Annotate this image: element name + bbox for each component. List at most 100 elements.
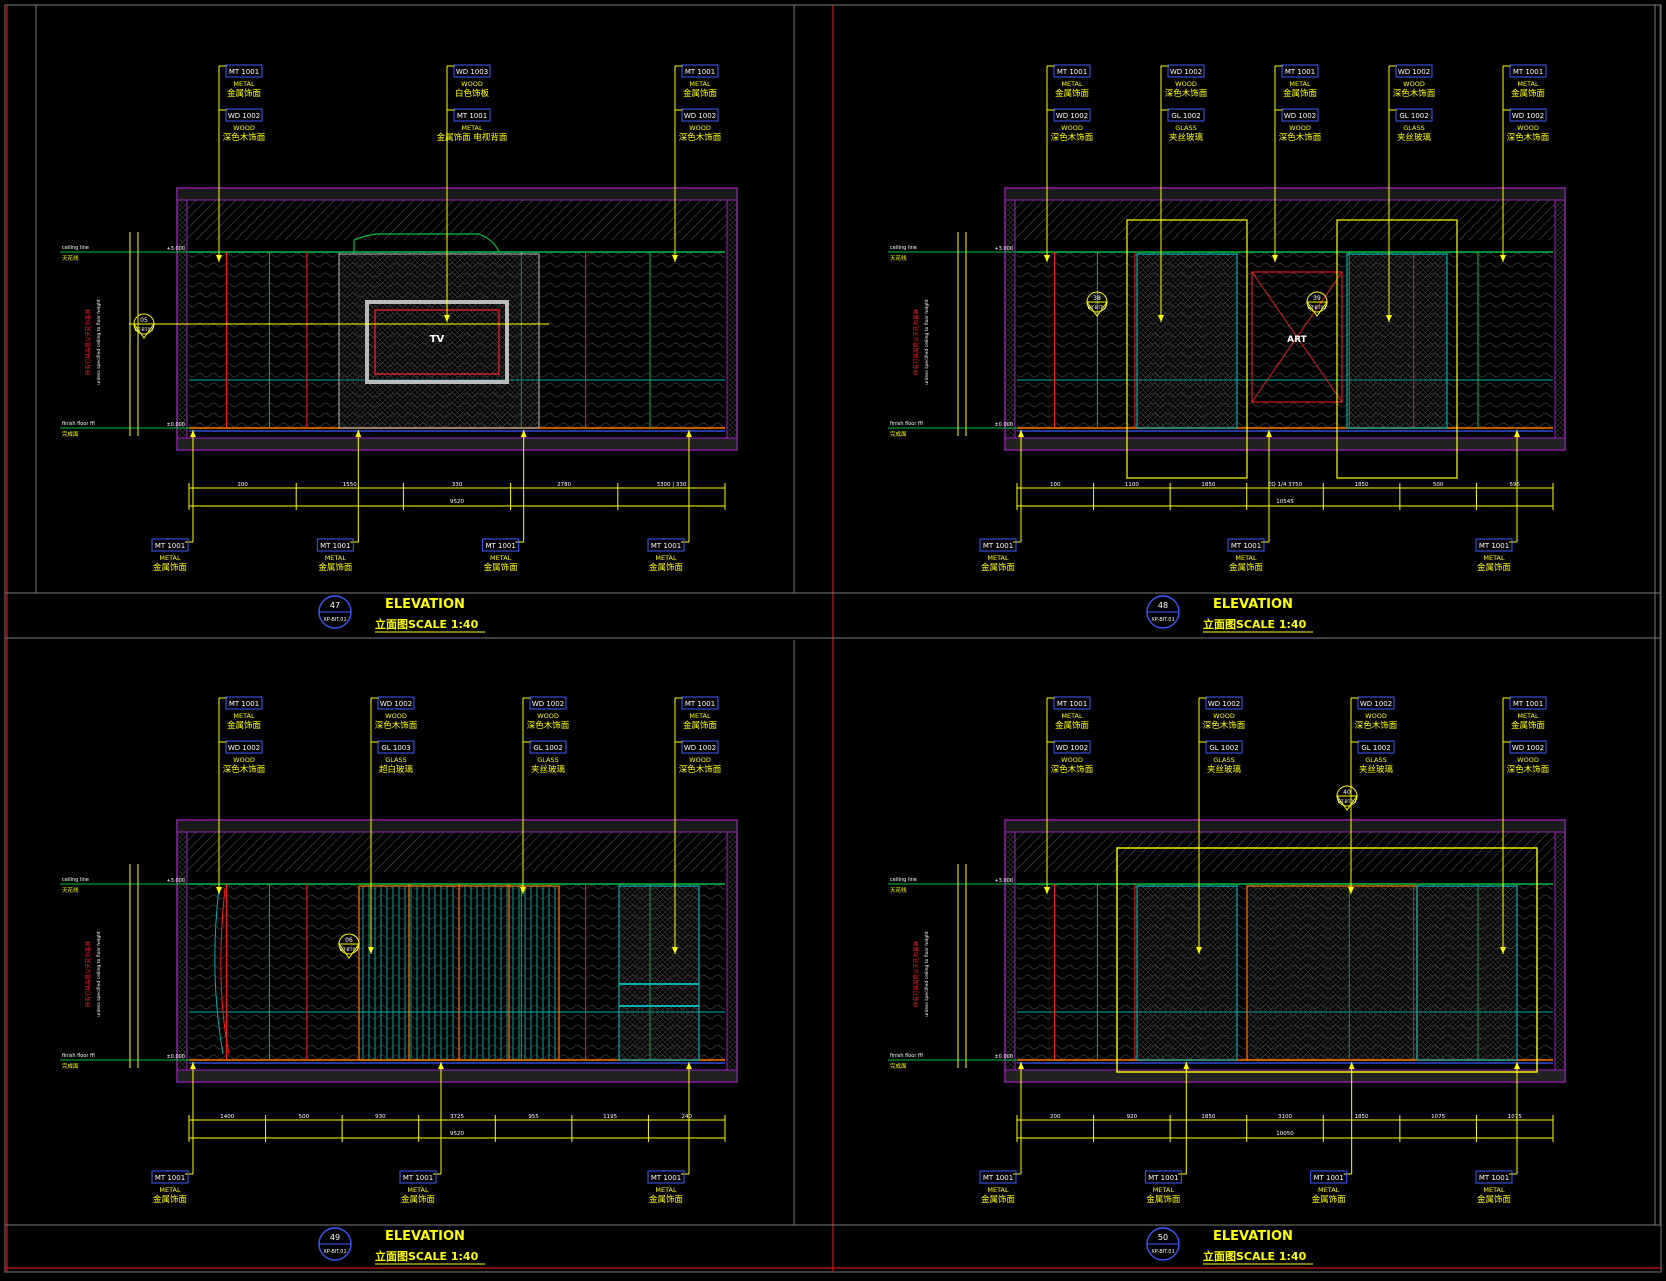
- tag-material-en: WOOD: [689, 756, 711, 764]
- tag-material-en: METAL: [987, 554, 1009, 562]
- tag-code-text: WD 1002: [1056, 744, 1088, 752]
- tag-material-en: METAL: [407, 1186, 429, 1194]
- tag-code-box: [1281, 64, 1319, 78]
- tag-code-box: [377, 740, 415, 754]
- level-bottom-value: ±0.000: [166, 1054, 185, 1060]
- tag-material-cn: 金属饰面: [1312, 1194, 1347, 1205]
- tag-material-en: WOOD: [689, 124, 711, 132]
- tag-code-box: [979, 1170, 1017, 1184]
- tag-code-box: [225, 696, 263, 710]
- tag-material-cn: 金属饰面: [1055, 88, 1090, 99]
- ceiling-band: [1004, 819, 1566, 833]
- section-arrow: [133, 323, 155, 339]
- tag-code-box: [1395, 64, 1433, 78]
- tag-code-text: GL 1002: [1209, 744, 1238, 752]
- tag-leader-arrow: [1514, 1062, 1520, 1069]
- dimension-value: 500: [1433, 482, 1444, 488]
- tag-leader-arrow: [1386, 315, 1392, 322]
- tag-code-box: [316, 538, 354, 552]
- tag-material-cn: 金属饰面: [1511, 720, 1546, 731]
- level-top-label: ceiling line: [62, 245, 89, 251]
- tag-material-cn: 金属饰面: [1055, 720, 1090, 731]
- tag-code-text: WD 1003: [456, 68, 488, 76]
- section-ref: BT-BT02: [135, 327, 154, 333]
- section-label: 39: [1313, 295, 1321, 302]
- level-top-label: ceiling line: [62, 877, 89, 883]
- tag-code-box: [1509, 108, 1547, 122]
- tag-material-en: WOOD: [1517, 756, 1539, 764]
- tag-code-text: GL 1003: [381, 744, 410, 752]
- vertical-note-en: unless specified ceiling to floor height: [924, 299, 930, 385]
- window-highlight: [1116, 847, 1538, 1073]
- vertical-note-cn: 所有灯具高度以天花为基准: [84, 941, 92, 1008]
- title-ref: XP-BIT.01: [323, 617, 346, 623]
- tag-material-en: METAL: [987, 1186, 1009, 1194]
- tv-frame: [365, 300, 509, 384]
- tag-code-text: MT 1001: [320, 542, 350, 550]
- wall-edge-right: [1554, 831, 1566, 1071]
- tag-material-en: METAL: [159, 554, 181, 562]
- title-chinese: 立面图SCALE 1:40: [1203, 1249, 1307, 1263]
- vertical-note-en: unless specified ceiling to floor height: [96, 931, 102, 1017]
- tag-leader-arrow: [672, 947, 678, 954]
- tag-code-text: MT 1001: [651, 542, 681, 550]
- level-bottom-value: ±0.000: [994, 1054, 1013, 1060]
- tag-material-en: GLASS: [1403, 124, 1425, 132]
- tag-material-cn: 金属饰面: [227, 720, 262, 731]
- dimension-value: 1850: [1355, 482, 1369, 488]
- tag-material-cn: 深色木饰面: [679, 764, 722, 775]
- tag-code-box: [1509, 696, 1547, 710]
- dimension-value: 200: [1050, 1114, 1061, 1120]
- vertical-note-cn: 所有灯具高度以天花为基准: [912, 309, 920, 376]
- dimension-value: 500: [299, 1114, 310, 1120]
- door-highlight-left: [1126, 219, 1248, 479]
- dimension-value: 3300 | 330: [656, 482, 686, 488]
- level-top-value: +3.000: [166, 878, 185, 884]
- title-ref: XP-BIT.01: [1151, 1249, 1174, 1255]
- title-english: ELEVATION: [385, 1229, 465, 1244]
- tag-code-box: [482, 538, 520, 552]
- tag-leader-arrow: [368, 947, 374, 954]
- title-ref: XP-BIT.01: [323, 1249, 346, 1255]
- tag-code-text: GL 1002: [1399, 112, 1428, 120]
- tag-code-box: [1357, 696, 1395, 710]
- wall-edge-right: [726, 199, 738, 439]
- section-ref: BT-BT02: [340, 947, 359, 953]
- tag-code-text: WD 1002: [1208, 700, 1240, 708]
- level-bottom-label: finish floor ffl: [890, 1053, 923, 1059]
- tag-material-cn: 金属饰面: [401, 1194, 436, 1205]
- dimension-value: EQ 1/4 3750: [1268, 482, 1303, 488]
- level-bottom-label: finish floor ffl: [62, 1053, 95, 1059]
- tag-material-cn: 深色木饰面: [1165, 88, 1208, 99]
- tag-material-cn: 夹丝玻璃: [531, 764, 566, 775]
- section-arrow: [1336, 795, 1358, 811]
- tag-code-box: [1144, 1170, 1182, 1184]
- tag-code-text: GL 1002: [533, 744, 562, 752]
